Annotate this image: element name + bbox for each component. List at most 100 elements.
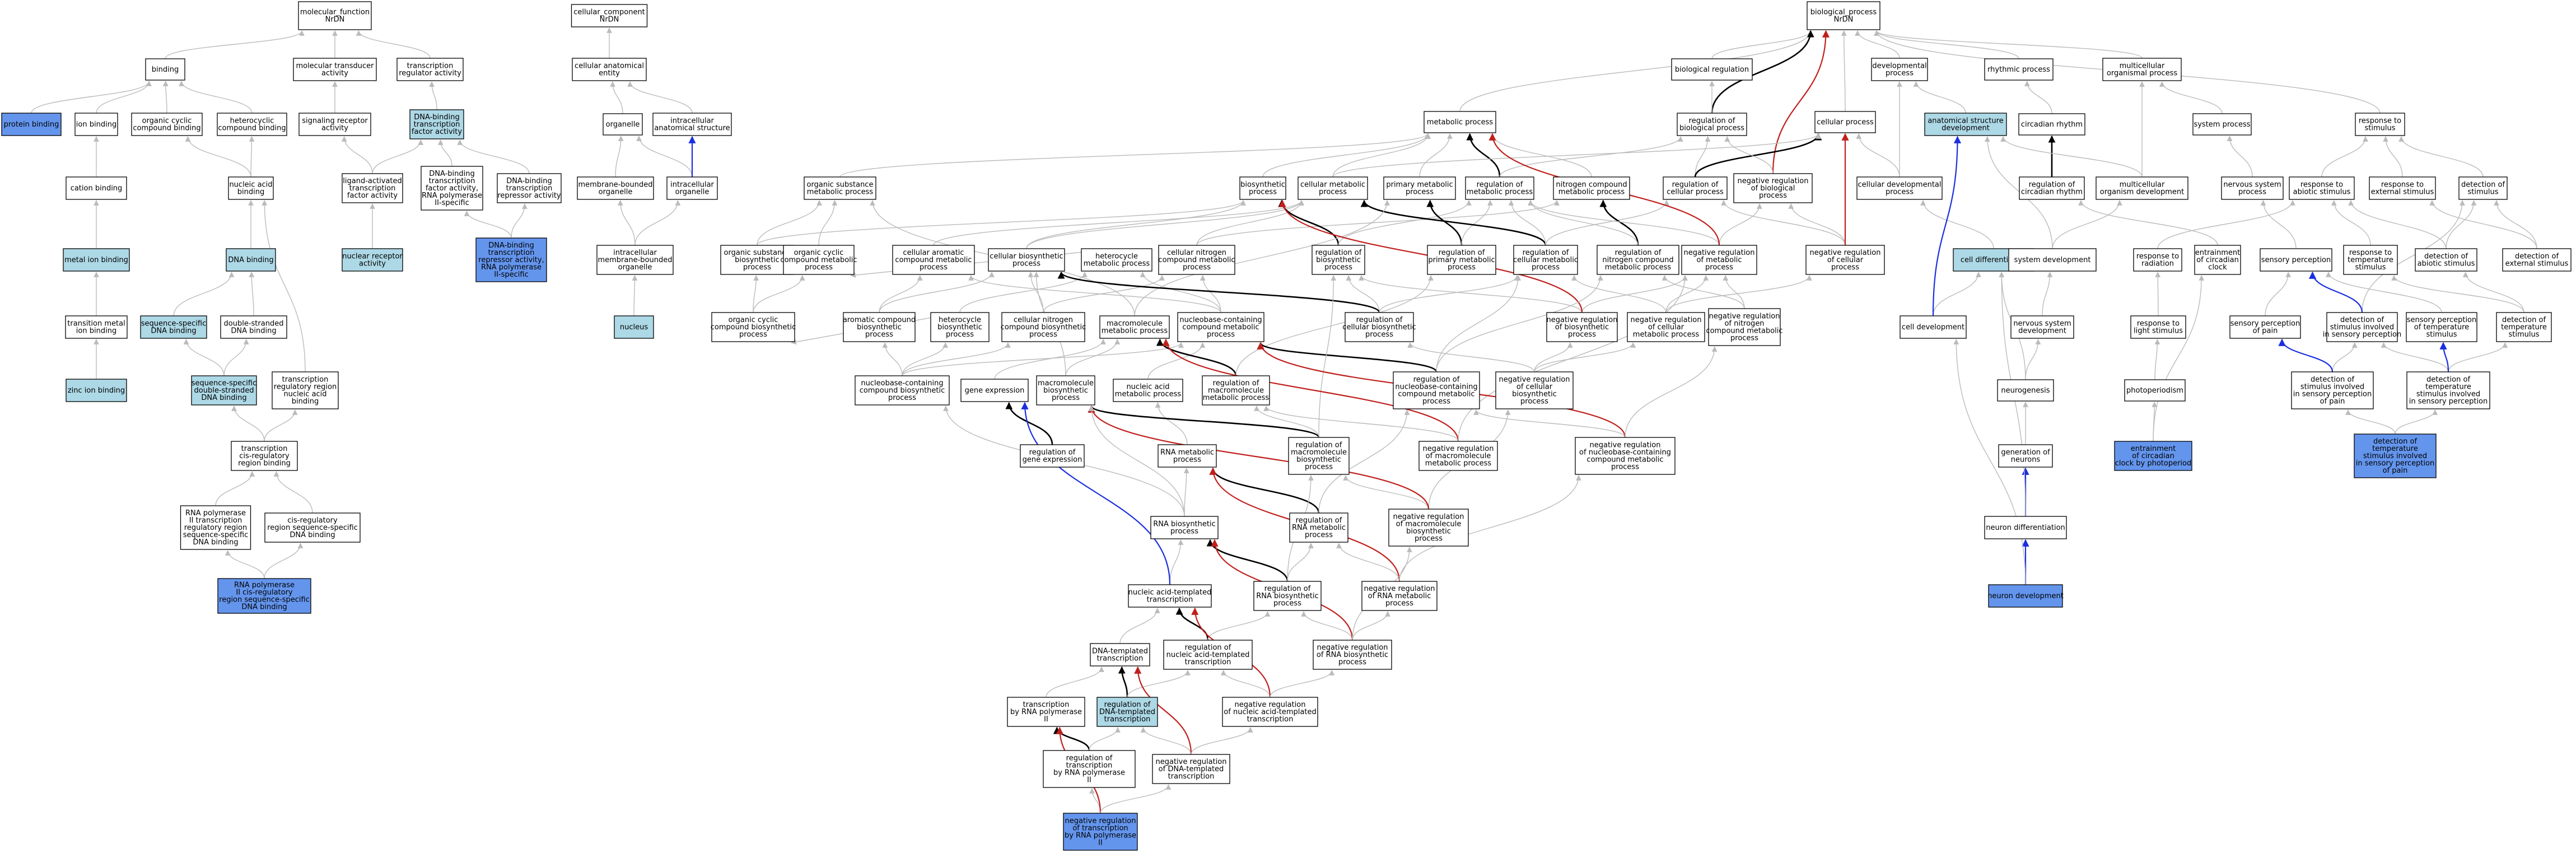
node-cell-development[interactable]: cell development bbox=[1900, 315, 1967, 339]
node-system-process[interactable]: system process bbox=[2192, 113, 2252, 136]
node-protein-binding[interactable]: protein binding bbox=[1, 113, 62, 136]
node-rhythmic-process[interactable]: rhythmic process bbox=[1984, 58, 2054, 81]
node-metabolic-process[interactable]: metabolic process bbox=[1424, 111, 1496, 133]
node-gene-expression[interactable]: gene expression bbox=[960, 379, 1029, 402]
node-neuron-development[interactable]: neuron development bbox=[1987, 584, 2064, 608]
node-system-development[interactable]: system development bbox=[2008, 248, 2097, 272]
node-circadian-rhythm[interactable]: circadian rhythm bbox=[2018, 113, 2085, 136]
node-metal-ion-binding[interactable]: metal ion binding bbox=[63, 248, 130, 272]
node-nucleus[interactable]: nucleus bbox=[614, 315, 654, 339]
node-organelle[interactable]: organelle bbox=[603, 113, 643, 136]
node-zinc-ion-binding[interactable]: zinc ion binding bbox=[66, 379, 127, 402]
node-cation-binding[interactable]: cation binding bbox=[66, 176, 127, 200]
node-biological-regulation[interactable]: biological regulation bbox=[1671, 58, 1753, 81]
node-cellular-process[interactable]: cellular process bbox=[1814, 111, 1876, 133]
